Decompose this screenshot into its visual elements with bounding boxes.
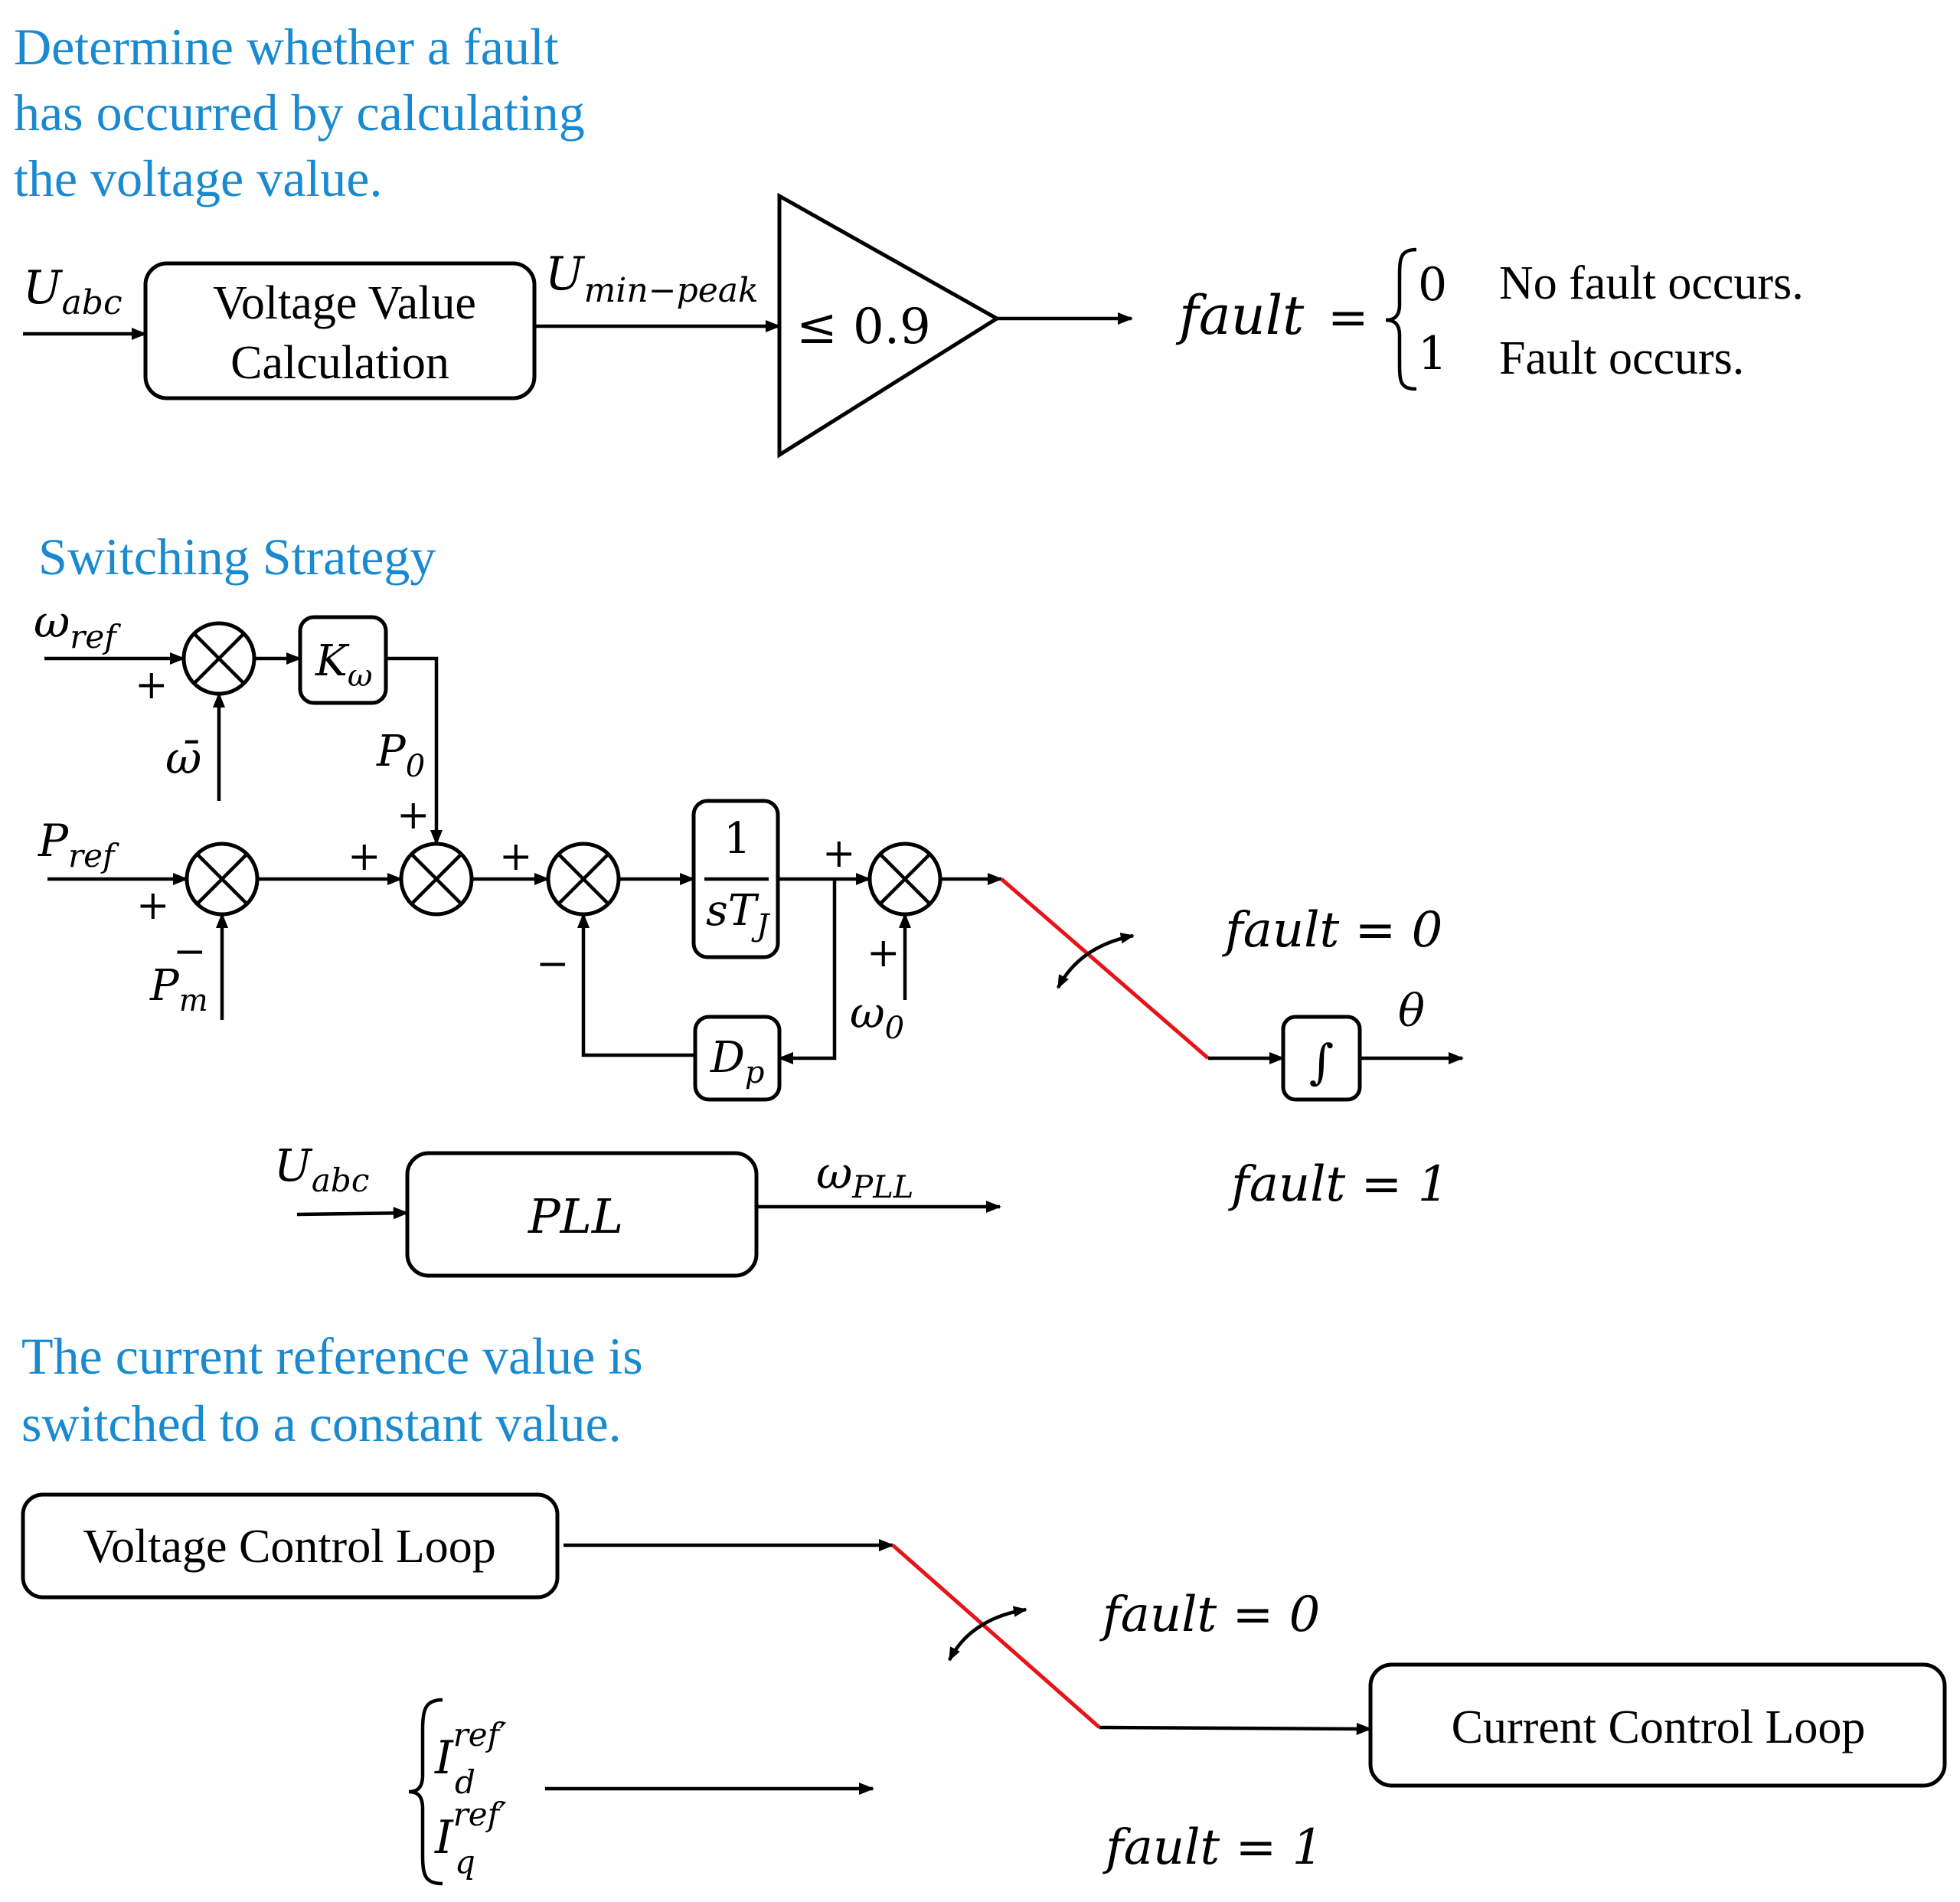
- damping-block: [693, 1015, 782, 1102]
- sum3-minus: −: [536, 941, 570, 987]
- frequency-switch-toggle-arrow: [1057, 933, 1135, 989]
- fault-equals: =: [1328, 289, 1369, 346]
- p-ref-label: Pref: [38, 815, 119, 874]
- p-m-label: Pm: [149, 961, 208, 1018]
- current-ref-switch-blade: [891, 1544, 1101, 1729]
- fault-output-label: fault: [1175, 284, 1305, 347]
- fault-detection-heading-line1: Determine whether a fault: [14, 18, 559, 76]
- voltage-control-loop-block: [21, 1492, 560, 1600]
- to-current-loop-arrow: [1099, 1722, 1373, 1735]
- pll-input-arrow: [296, 1207, 410, 1220]
- pll-label: PLL: [528, 1188, 623, 1244]
- omega-bar-label: ω̄: [165, 732, 201, 784]
- voltage-value-calculation-block: [143, 261, 537, 400]
- omega-summing-junction: [181, 621, 256, 696]
- sum4-plus: +: [822, 831, 856, 877]
- current-ref-heading-line1: The current reference value is: [21, 1327, 643, 1385]
- omega-pll-label: ωPLL: [816, 1147, 913, 1205]
- sum2-plus: +: [348, 834, 381, 880]
- damping-summing-junction: [546, 842, 621, 917]
- pll-uabc-label: Uabc: [274, 1139, 369, 1199]
- umin-peak-label: Umin−peak: [545, 247, 759, 310]
- p0-label: P0: [376, 727, 425, 784]
- p0-plus: +: [397, 792, 430, 838]
- current-control-loop-block: [1368, 1662, 1947, 1788]
- switch2-fault1-label: fault = 1: [1102, 1819, 1323, 1876]
- switch2-fault0-label: fault = 0: [1099, 1587, 1320, 1643]
- damping-feedback-input: [777, 879, 837, 1065]
- integrator-symbol: ∫: [1309, 1034, 1334, 1090]
- pll-block: [405, 1151, 759, 1278]
- case-text-no-fault: No fault occurs.: [1499, 257, 1804, 309]
- current-ref-heading-line2: switched to a constant value.: [21, 1394, 622, 1453]
- p-m-minus: −: [173, 929, 207, 975]
- case-value-0: 0: [1418, 258, 1447, 312]
- comparator-threshold: ≤ 0.9: [796, 299, 931, 355]
- constant-ref-brace: [408, 1698, 443, 1886]
- damping-label: Dp: [710, 1033, 765, 1090]
- p0-signal-path: [386, 656, 443, 846]
- omega0-summing-junction: [867, 842, 942, 917]
- inertia-numerator: 1: [724, 814, 751, 864]
- fault-detection-heading-line3: the voltage value.: [14, 149, 382, 208]
- sum3-plus: +: [499, 834, 533, 880]
- omega0-label: ω0: [850, 989, 904, 1046]
- current-control-loop-label: Current Control Loop: [1452, 1701, 1866, 1753]
- power-summing-junction-2: [399, 842, 474, 917]
- comparator-triangle: [777, 192, 1001, 459]
- current-switch-toggle-arrow: [948, 1606, 1027, 1662]
- uabc-input-label: Uabc: [23, 261, 122, 322]
- switch1-fault0-label: fault = 0: [1222, 902, 1442, 959]
- omega0-plus: +: [867, 930, 900, 976]
- voltage-control-loop-label: Voltage Control Loop: [83, 1521, 496, 1573]
- voltage-value-block-line1: Voltage Value: [213, 277, 476, 329]
- voltage-value-block-line2: Calculation: [230, 337, 449, 389]
- inertia-denominator: sTJ: [706, 886, 770, 943]
- cases-brace: [1385, 247, 1417, 391]
- omega-ref-label: ωref: [34, 596, 121, 655]
- p-sum-plus: +: [136, 883, 170, 929]
- fault-detection-heading-line2: has occurred by calculating: [14, 83, 585, 142]
- switch1-fault1-label: fault = 1: [1228, 1156, 1449, 1213]
- case-text-fault: Fault occurs.: [1499, 332, 1744, 384]
- power-summing-junction-1: [185, 842, 260, 917]
- k-omega-label: Kω: [315, 636, 372, 694]
- iq-ref-label: Iref′q: [434, 1796, 507, 1881]
- frequency-switch-blade: [1000, 877, 1210, 1060]
- damping-feedback-output: [577, 912, 695, 1057]
- omega-sum-plus: +: [135, 662, 168, 708]
- id-ref-label: Iref′d: [434, 1716, 507, 1801]
- switching-strategy-heading: Switching Strategy: [38, 528, 436, 586]
- case-value-1: 1: [1418, 327, 1447, 381]
- theta-label: θ: [1398, 985, 1425, 1037]
